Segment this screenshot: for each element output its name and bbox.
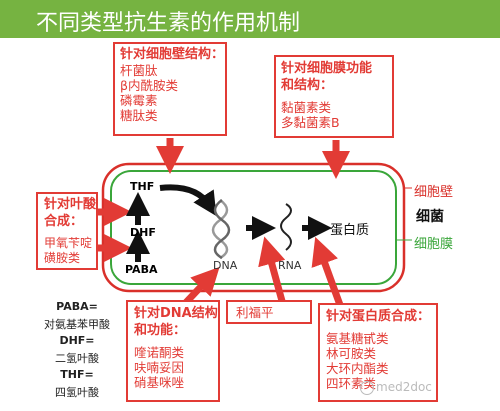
protein-item: 大环内酯类 (326, 361, 389, 376)
cell-wall-antibiotics-box: 针对细胞壁结构： 杆菌肽 β内酰胺类 磷霉素 糖肽类 (113, 42, 227, 136)
folate-item: 磺胺类 (44, 251, 81, 265)
legend-line: DHF= (59, 334, 95, 347)
dna-item: 呋喃妥因 (134, 360, 185, 375)
folate-box-heading-line1: 针对叶酸 (44, 197, 97, 212)
rna-antibiotic-box: 利福平 (226, 300, 312, 324)
cell-wall-item: 磷霉素 (120, 93, 158, 108)
watermark: med2doc (360, 380, 432, 395)
rna-strand-icon (280, 203, 292, 251)
protein-item: 林可胺类 (326, 346, 377, 361)
cell-wall-item: β内酰胺类 (120, 78, 178, 93)
dhf-label: DHF (130, 226, 156, 239)
dna-item: 喹诺酮类 (134, 345, 185, 360)
arrow-thf-to-dna (159, 184, 217, 217)
bacteria-label: 细菌 (416, 209, 444, 225)
cell-membrane-outline (110, 170, 397, 285)
protein-box-heading: 针对蛋白质合成： (326, 309, 431, 324)
paba-label: PABA (125, 263, 158, 276)
dna-box-heading-line1: 针对DNA结构 (134, 306, 218, 321)
page-title: 不同类型抗生素的作用机制 (36, 11, 301, 36)
cell-wall-label: 细胞壁 (414, 185, 454, 200)
cell-wall-box-heading: 针对细胞壁结构： (120, 47, 225, 62)
watermark-text: med2doc (376, 380, 432, 394)
dna-box-heading-line2: 和功能： (134, 323, 187, 338)
folate-item: 甲氧苄啶 (44, 236, 93, 250)
abbreviation-legend: PABA= 对氨基苯甲酸 DHF= 二氢叶酸 THF= 四氢叶酸 (34, 300, 120, 400)
rna-item: 利福平 (236, 305, 274, 320)
folate-box-heading-line2: 合成： (44, 214, 84, 229)
membrane-item: 黏菌素类 (281, 100, 332, 115)
folate-synthesis-box: 针对叶酸 合成： 甲氧苄啶 磺胺类 (36, 192, 98, 270)
legend-line: 对氨基苯甲酸 (44, 318, 110, 331)
cell-wall-item: 糖肽类 (120, 108, 158, 123)
protein-synthesis-box: 针对蛋白质合成： 氨基糖甙类 林可胺类 大环内酯类 四环素类 (318, 303, 438, 402)
cell-wall-item: 杆菌肽 (120, 63, 158, 78)
title-bar: 不同类型抗生素的作用机制 (0, 0, 500, 38)
protein-label: 蛋白质 (330, 223, 370, 238)
dna-item: 硝基咪唑 (134, 375, 185, 390)
legend-line: 二氢叶酸 (55, 352, 99, 365)
legend-line: PABA= (56, 300, 98, 313)
dna-antibiotics-box: 针对DNA结构 和功能： 喹诺酮类 呋喃妥因 硝基咪唑 (126, 300, 220, 402)
membrane-antibiotics-box: 针对细胞膜功能 和结构： 黏菌素类 多黏菌素B (274, 55, 394, 138)
arrow-rna (258, 236, 286, 302)
membrane-box-heading-line1: 针对细胞膜功能 (281, 61, 373, 76)
thf-label: THF (130, 180, 155, 193)
dna-label: DNA (213, 259, 238, 272)
membrane-item: 多黏菌素B (281, 115, 340, 130)
legend-line: THF= (60, 368, 94, 381)
protein-item: 氨基糖甙类 (326, 331, 389, 346)
legend-line: 四氢叶酸 (55, 386, 99, 399)
membrane-box-heading-line2: 和结构： (281, 78, 334, 93)
watermark-icon (360, 380, 374, 395)
dna-helix-icon (211, 198, 231, 260)
arrow-protein (311, 236, 344, 307)
cell-wall-outline (101, 162, 406, 293)
rna-label: RNA (278, 259, 302, 272)
cell-membrane-label: 细胞膜 (414, 237, 454, 252)
